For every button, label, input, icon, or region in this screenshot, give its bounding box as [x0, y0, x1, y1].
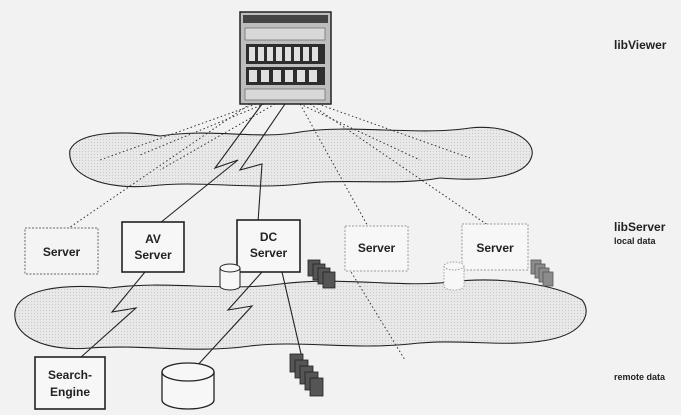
search-engine-line2: Engine	[50, 385, 90, 399]
server-box-1: Server	[25, 228, 98, 274]
search-engine-line1: Search-	[48, 368, 92, 382]
av-server-box: AV Server	[122, 222, 184, 272]
database-icon	[220, 264, 240, 290]
server-box-5: Server	[462, 224, 528, 270]
database-icon	[444, 262, 464, 290]
local-data-label: local data	[614, 236, 656, 246]
dc-server-line2: Server	[250, 246, 288, 260]
search-engine-box: Search- Engine	[35, 357, 105, 409]
dc-server-box: DC Server	[237, 220, 300, 272]
libserver-label: libServer	[614, 220, 665, 234]
server-1-label: Server	[43, 245, 81, 259]
av-server-line2: Server	[134, 248, 172, 262]
document-stack-icon	[290, 354, 323, 396]
lower-network-cloud	[15, 280, 586, 349]
remote-data-label: remote data	[614, 372, 665, 382]
dc-server-line1: DC	[260, 230, 278, 244]
server-4-label: Server	[358, 241, 396, 255]
document-stack-icon	[531, 260, 553, 286]
database-icon	[162, 363, 214, 409]
libviewer-window	[240, 12, 331, 104]
av-server-line1: AV	[145, 232, 161, 246]
server-5-label: Server	[476, 241, 514, 255]
server-box-4: Server	[345, 226, 408, 271]
libviewer-label: libViewer	[614, 38, 666, 52]
upper-network-cloud	[70, 127, 532, 186]
